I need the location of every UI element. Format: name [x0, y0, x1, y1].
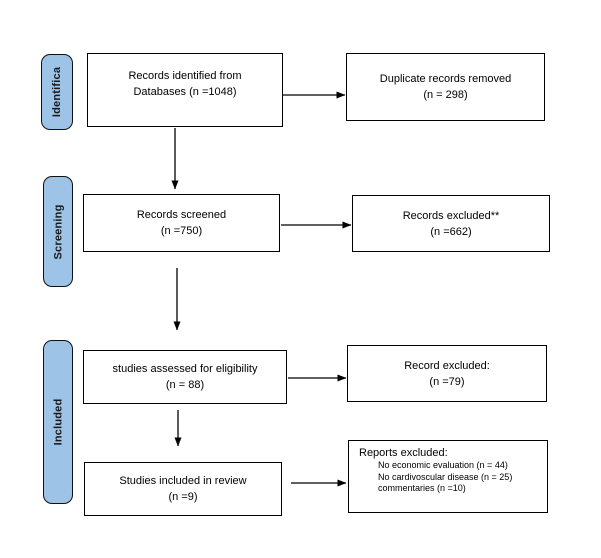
- box-duplicates-removed: Duplicate records removed (n = 298): [346, 53, 545, 121]
- box-record-excluded: Record excluded: (n =79): [347, 345, 547, 402]
- box-assessed-eligibility-line2: (n = 88): [165, 379, 205, 391]
- box-included-review-line1: Studies included in review: [119, 475, 247, 487]
- box-reports-excluded: Reports excluded: No economic evaluation…: [348, 440, 548, 513]
- box-reports-excluded-reason-1: No economic evaluation (n = 44): [378, 460, 508, 470]
- box-duplicates-removed-line2: (n = 298): [423, 89, 468, 101]
- stage-identification-label: Identifica: [51, 66, 64, 118]
- box-reports-excluded-reason-3: commentaries (n =10): [378, 483, 466, 493]
- stage-screening-label: Screening: [52, 204, 64, 259]
- box-records-screened-line1: Records screened: [136, 209, 227, 221]
- stage-screening: Screening: [43, 176, 73, 287]
- box-records-excluded: Records excluded** (n =662): [352, 195, 550, 252]
- box-records-excluded-line1: Records excluded**: [402, 209, 500, 222]
- box-record-excluded-line2: (n =79): [429, 375, 465, 388]
- box-duplicates-removed-line1: Duplicate records removed: [379, 73, 512, 85]
- stage-included: Included: [43, 340, 73, 504]
- box-assessed-eligibility-line1: studies assessed for eligibility: [112, 363, 258, 375]
- box-records-screened: Records screened (n =750): [83, 194, 280, 252]
- box-reports-excluded-reason-2: No cardivoscular disease (n = 25): [378, 471, 513, 482]
- box-assessed-eligibility: studies assessed for eligibility (n = 88…: [83, 350, 287, 404]
- box-included-review: Studies included in review (n =9): [84, 462, 282, 516]
- box-records-screened-line2: (n =750): [160, 225, 203, 237]
- box-records-identified-line2: Databases (n =1048): [133, 86, 237, 98]
- box-records-identified: Records identified from Databases (n =10…: [87, 53, 283, 127]
- box-records-excluded-line2: (n =662): [430, 225, 472, 238]
- box-included-review-line2: (n =9): [168, 491, 198, 503]
- stage-included-label: Included: [52, 398, 65, 446]
- box-records-identified-line1: Records identified from: [128, 70, 242, 82]
- box-record-excluded-line1: Record excluded:: [404, 359, 490, 372]
- box-reports-excluded-title: Reports excluded:: [359, 447, 448, 459]
- stage-identification: Identifica: [41, 54, 73, 130]
